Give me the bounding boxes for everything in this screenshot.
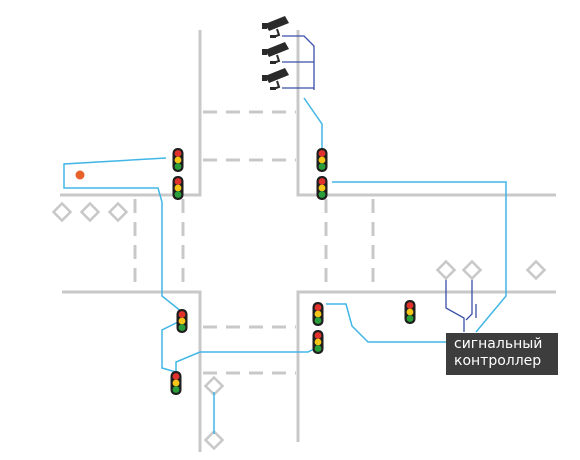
camera-cables (282, 35, 477, 332)
signal-controller-label: сигнальный контроллер (446, 333, 558, 375)
loop-detector-icon (526, 260, 546, 280)
roads (60, 30, 556, 452)
loop-detector-icon (204, 430, 224, 450)
traffic-light-icon (170, 371, 182, 395)
cctv-camera-icon (261, 67, 290, 91)
traffic-light-icon (404, 300, 416, 324)
traffic-light-icon (176, 309, 188, 333)
road-north-east-edge (296, 30, 556, 197)
road-south-west-edge (62, 290, 202, 452)
sensor-dot-icon (75, 170, 85, 180)
traffic-light-icon (172, 176, 184, 200)
cable-southwest (161, 319, 317, 373)
traffic-lights (170, 148, 416, 395)
cable-east-to-controller (332, 181, 507, 333)
cctv-camera-icon (261, 15, 290, 39)
signal-cables (63, 97, 507, 373)
cable-west-sensor (63, 157, 183, 313)
cameras (261, 15, 290, 91)
loop-detector-icon (108, 202, 128, 222)
road-north-west-edge (60, 30, 202, 197)
traffic-light-icon (312, 302, 324, 326)
controller-line1: сигнальный (454, 336, 543, 352)
traffic-light-icon (172, 148, 184, 172)
traffic-light-icon (316, 148, 328, 172)
loop-detector-icon (436, 260, 456, 280)
cctv-camera-icon (261, 41, 290, 65)
loop-detector-icon (52, 202, 72, 222)
controller-line2: контроллер (454, 353, 542, 369)
loop-detector-icon (204, 376, 224, 396)
lane-markings (133, 110, 375, 375)
traffic-light-icon (312, 330, 324, 354)
road-south-east-edge (296, 290, 556, 442)
traffic-light-icon (316, 176, 328, 200)
loop-detector-icon (80, 202, 100, 222)
cable-south-to-controller (326, 303, 446, 343)
loop-detector-icon (462, 260, 482, 280)
